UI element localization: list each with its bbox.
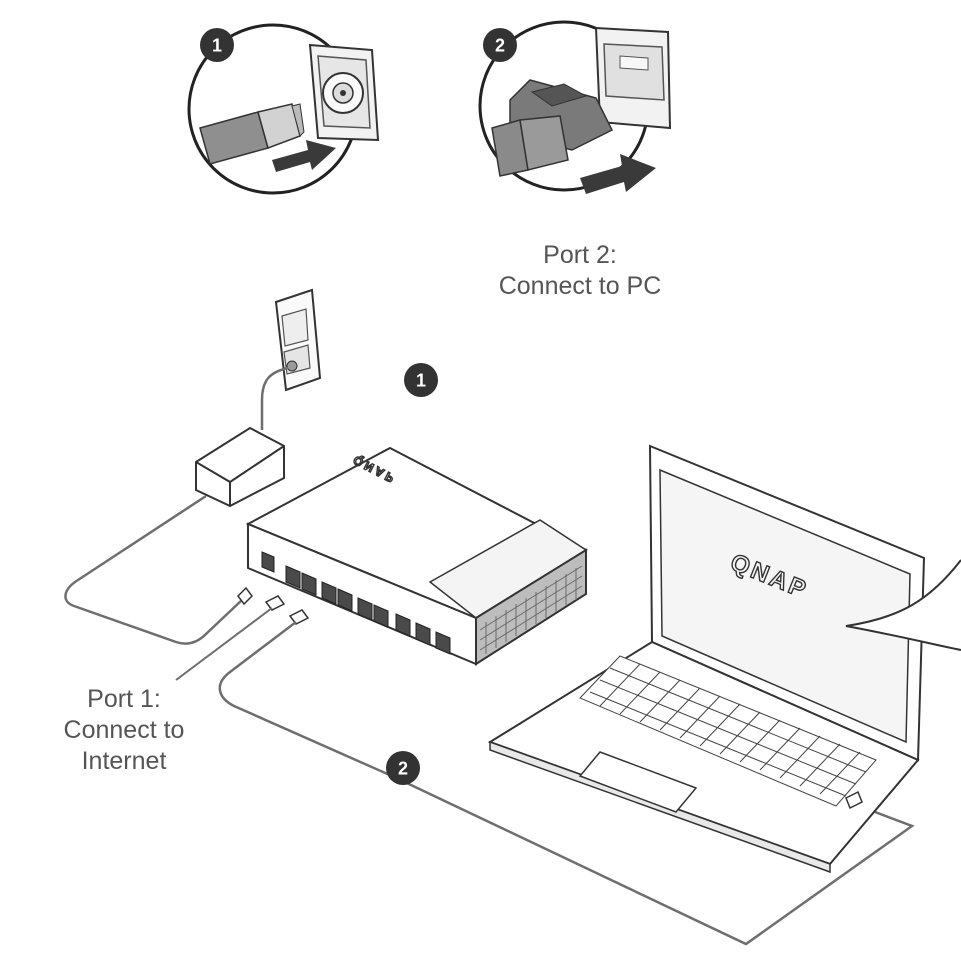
svg-text:2: 2: [398, 759, 408, 779]
network-switch: [245, 446, 589, 666]
dc-plug-icon: [199, 103, 305, 165]
power-adapter: [64, 366, 289, 645]
usb-connector: [845, 790, 863, 810]
port1-caption-line: Internet: [81, 747, 167, 775]
ethernet-connectors: [264, 595, 310, 625]
port1-caption-line: Port 1:: [87, 685, 161, 713]
touchpad: [578, 751, 698, 813]
screen-callout: [845, 559, 961, 651]
laptop: [487, 444, 926, 874]
step-badge-power: 1: [404, 363, 438, 397]
ethernet-cable: [218, 621, 915, 946]
port1-callout-line: [175, 607, 273, 681]
port2-caption: Port 2: Connect to PC: [480, 240, 680, 302]
keyboard: [579, 655, 877, 807]
svg-text:1: 1: [212, 36, 222, 56]
zoom-power-connection: [187, 23, 380, 195]
zoom-network-connection: [478, 20, 672, 194]
switch-ports: [261, 551, 451, 655]
rj45-plug-icon: [491, 79, 614, 177]
wall-outlet: [274, 288, 322, 392]
port2-caption-line: Port 2:: [543, 241, 617, 269]
right-arrow-icon: [272, 140, 336, 172]
step-badge-power-zoom: 1: [200, 28, 234, 62]
port1-caption: Port 1: Connect to Internet: [44, 684, 204, 777]
step-badge-network: 2: [386, 751, 420, 785]
right-arrow-icon: [580, 154, 656, 194]
svg-text:2: 2: [495, 36, 505, 56]
power-socket-icon: [308, 43, 380, 142]
port1-caption-line: Connect to: [63, 716, 185, 744]
svg-text:1: 1: [416, 371, 426, 391]
ethernet-port-icon: [594, 26, 672, 130]
port2-caption-line: Connect to PC: [498, 272, 662, 300]
step-badge-network-zoom: 2: [483, 28, 517, 62]
